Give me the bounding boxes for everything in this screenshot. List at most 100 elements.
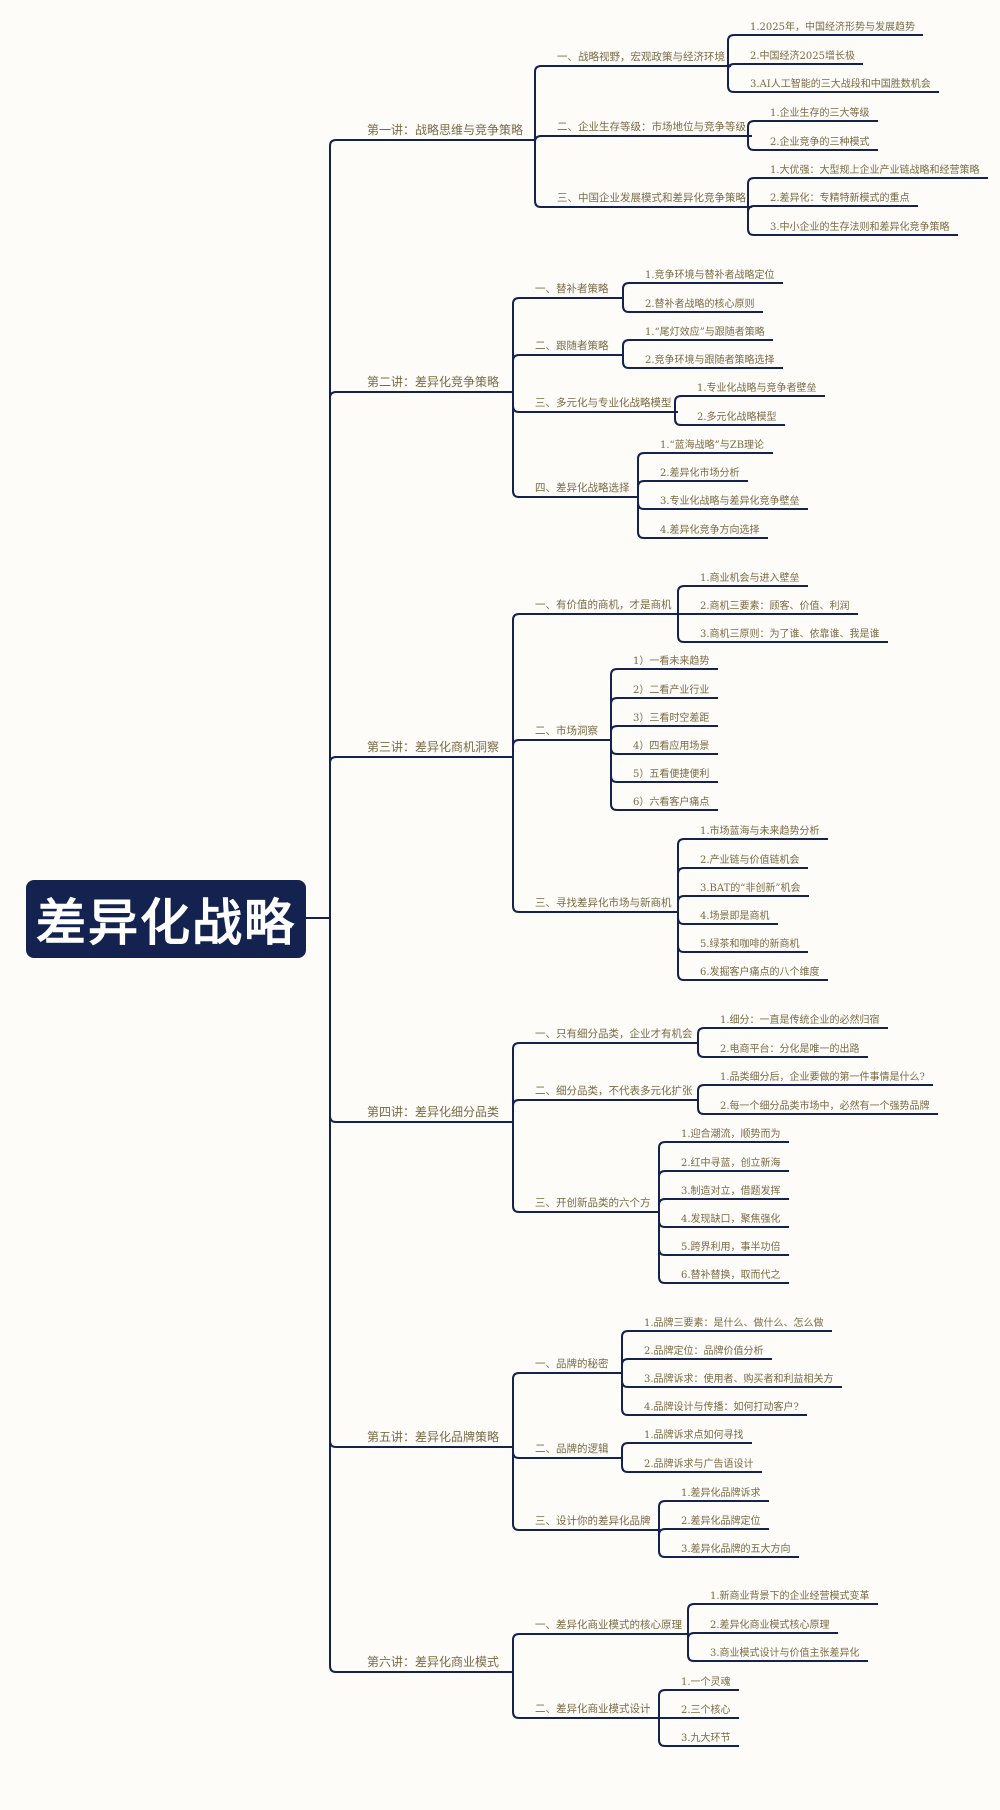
item-topic[interactable]: 3.品牌诉求：使用者、购买者和利益相关方 — [644, 1374, 834, 1385]
section-topic[interactable]: 三、寻找差异化市场与新商机 — [535, 896, 672, 909]
item-topic[interactable]: 4.品牌设计与传播：如何打动客户? — [644, 1402, 799, 1413]
item-topic[interactable]: 1.大优强：大型规上企业产业链战略和经营策略 — [770, 165, 980, 176]
item-topic[interactable]: 1.新商业背景下的企业经营模式变革 — [710, 1591, 870, 1602]
item-topic[interactable]: 2.差异化品牌定位 — [681, 1516, 761, 1527]
item-connector — [658, 1528, 769, 1536]
item-topic[interactable]: 2.每一个细分品类市场中，必然有一个强势品牌 — [720, 1101, 930, 1112]
item-topic[interactable]: 2.电商平台：分化是唯一的出路 — [720, 1044, 860, 1055]
item-topic[interactable]: 5.跨界利用，事半功倍 — [681, 1242, 781, 1253]
item-connector — [658, 1212, 789, 1284]
item-topic[interactable]: 3.专业化战略与差异化竞争壁垒 — [660, 496, 800, 507]
item-connector — [697, 1043, 868, 1058]
item-topic[interactable]: 5）五看便捷便利 — [633, 769, 710, 780]
section-topic[interactable]: 二、品牌的逻辑 — [535, 1442, 609, 1455]
item-topic[interactable]: 3.AI人工智能的三大战段和中国胜数机会 — [750, 79, 931, 90]
item-topic[interactable]: 4.差异化竞争方向选择 — [660, 525, 760, 536]
item-topic[interactable]: 4）四看应用场景 — [633, 741, 710, 752]
item-topic[interactable]: 3.九大环节 — [681, 1733, 731, 1744]
item-topic[interactable]: 2.多元化战略模型 — [697, 412, 777, 423]
item-topic[interactable]: 2.差异化：专精特新模式的重点 — [770, 193, 910, 204]
item-connector — [637, 497, 768, 539]
root-topic[interactable]: 差异化战略 — [26, 880, 306, 958]
item-topic[interactable]: 1.品类细分后，企业要做的第一件事情是什么? — [720, 1072, 925, 1083]
section-connector — [512, 613, 678, 757]
item-topic[interactable]: 1.2025年，中国经济形势与发展趋势 — [750, 22, 915, 33]
lecture-topic[interactable]: 第五讲：差异化品牌策略 — [367, 1430, 500, 1444]
item-topic[interactable]: 3.差异化品牌的五大方向 — [681, 1544, 791, 1555]
section-topic[interactable]: 一、差异化商业模式的核心原理 — [535, 1618, 682, 1631]
lecture-topic[interactable]: 第六讲：差异化商业模式 — [367, 1655, 500, 1669]
item-topic[interactable]: 1.品牌三要素：是什么、做什么、怎么做 — [644, 1318, 824, 1329]
item-topic[interactable]: 2.品牌定位：品牌价值分析 — [644, 1346, 764, 1357]
item-topic[interactable]: 2.红中寻蓝，创立新海 — [681, 1158, 781, 1169]
item-connector — [747, 120, 878, 136]
item-topic[interactable]: 1）一看未来趋势 — [633, 656, 710, 667]
item-topic[interactable]: 4.发现缺口，聚焦强化 — [681, 1214, 781, 1225]
item-topic[interactable]: 1.品牌诉求点如何寻找 — [644, 1430, 744, 1441]
item-connector — [677, 838, 828, 912]
item-topic[interactable]: 1.竞争环境与替补者战略定位 — [645, 270, 775, 281]
item-connector — [677, 867, 808, 912]
item-topic[interactable]: 1.市场蓝海与未来趋势分析 — [700, 826, 820, 837]
item-topic[interactable]: 4.场景即是商机 — [700, 911, 770, 922]
item-topic[interactable]: 6.发掘客户痛点的八个维度 — [700, 967, 820, 978]
item-topic[interactable]: 3.制造对立，借题发挥 — [681, 1186, 781, 1197]
item-topic[interactable]: 1.一个灵魂 — [681, 1677, 731, 1688]
item-topic[interactable]: 2.差异化商业模式核心原理 — [710, 1620, 830, 1631]
item-topic[interactable]: 2.竞争环境与跟随者策略选择 — [645, 355, 775, 366]
item-topic[interactable]: 2.品牌诉求与广告语设计 — [644, 1459, 754, 1470]
lecture-topic[interactable]: 第三讲：差异化商机洞察 — [367, 740, 500, 754]
lecture-topic[interactable]: 第四讲：差异化细分品类 — [367, 1105, 500, 1119]
item-topic[interactable]: 3.商业模式设计与价值主张差异化 — [710, 1648, 860, 1659]
section-topic[interactable]: 三、设计你的差异化品牌 — [535, 1514, 651, 1527]
section-topic[interactable]: 一、战略视野，宏观政策与经济环境 — [557, 50, 725, 63]
section-topic[interactable]: 二、企业生存等级：市场地位与竞争等级 — [557, 120, 746, 133]
item-topic[interactable]: 1.专业化战略与竞争者壁垒 — [697, 383, 817, 394]
item-topic[interactable]: 3）三看时空差距 — [633, 713, 710, 724]
item-topic[interactable]: 1.企业生存的三大等级 — [770, 108, 870, 119]
section-topic[interactable]: 一、只有细分品类，企业才有机会 — [535, 1027, 693, 1040]
section-topic[interactable]: 一、品牌的秘密 — [535, 1357, 609, 1370]
section-topic[interactable]: 二、跟随者策略 — [535, 339, 609, 352]
item-connector — [637, 480, 748, 497]
item-topic[interactable]: 1.迎合潮流，顺势而为 — [681, 1129, 781, 1140]
item-topic[interactable]: 1.“尾灯效应”与跟随者策略 — [645, 327, 765, 338]
section-connector — [512, 757, 678, 913]
item-topic[interactable]: 2.企业竞争的三种模式 — [770, 137, 870, 148]
item-topic[interactable]: 1.“蓝海战略”与ZB理论 — [660, 440, 765, 451]
section-topic[interactable]: 二、市场洞察 — [535, 724, 598, 737]
item-topic[interactable]: 1.差异化品牌诉求 — [681, 1488, 761, 1499]
item-topic[interactable]: 2）二看产业行业 — [633, 685, 710, 696]
item-topic[interactable]: 1.细分：一直是传统企业的必然归宿 — [720, 1015, 880, 1026]
section-topic[interactable]: 一、有价值的商机，才是商机 — [535, 598, 672, 611]
item-topic[interactable]: 3.中小企业的生存法则和差异化竞争策略 — [770, 222, 950, 233]
section-connector — [512, 392, 636, 498]
item-topic[interactable]: 2.差异化市场分析 — [660, 468, 740, 479]
item-topic[interactable]: 2.商机三要素：顾客、价值、利润 — [700, 601, 850, 612]
lecture-topic[interactable]: 第二讲：差异化竞争策略 — [367, 375, 500, 389]
item-topic[interactable]: 6.替补替换，取而代之 — [681, 1270, 781, 1281]
item-connector — [697, 1100, 938, 1115]
section-topic[interactable]: 三、多元化与专业化战略模型 — [535, 396, 672, 409]
item-topic[interactable]: 1.商业机会与进入壁垒 — [700, 573, 800, 584]
item-topic[interactable]: 2.产业链与价值链机会 — [700, 855, 800, 866]
section-topic[interactable]: 一、替补者策略 — [535, 282, 609, 295]
section-topic[interactable]: 四、差异化战略选择 — [535, 481, 630, 494]
section-connector — [534, 140, 752, 208]
item-topic[interactable]: 3.商机三原则：为了谁、依靠谁、我是谁 — [700, 629, 880, 640]
item-topic[interactable]: 2.替补者战略的核心原则 — [645, 299, 755, 310]
lecture-connector — [329, 918, 506, 1123]
section-topic[interactable]: 二、细分品类，不代表多元化扩张 — [535, 1084, 693, 1097]
item-topic[interactable]: 2.三个核心 — [681, 1705, 731, 1716]
section-topic[interactable]: 二、差异化商业模式设计 — [535, 1702, 651, 1715]
item-topic[interactable]: 5.绿茶和咖啡的新商机 — [700, 939, 800, 950]
item-connector — [622, 355, 783, 369]
item-topic[interactable]: 6）六看客户痛点 — [633, 797, 710, 808]
section-topic[interactable]: 三、中国企业发展模式和差异化竞争策略 — [557, 191, 746, 204]
section-topic[interactable]: 三、开创新品类的六个方 — [535, 1196, 651, 1209]
item-topic[interactable]: 2.中国经济2025增长极 — [750, 51, 855, 62]
lecture-topic[interactable]: 第一讲：战略思维与竞争策略 — [367, 123, 524, 137]
item-connector — [621, 1358, 772, 1373]
item-topic[interactable]: 3.BAT的“非创新”机会 — [700, 883, 801, 894]
item-connector — [687, 1632, 838, 1640]
